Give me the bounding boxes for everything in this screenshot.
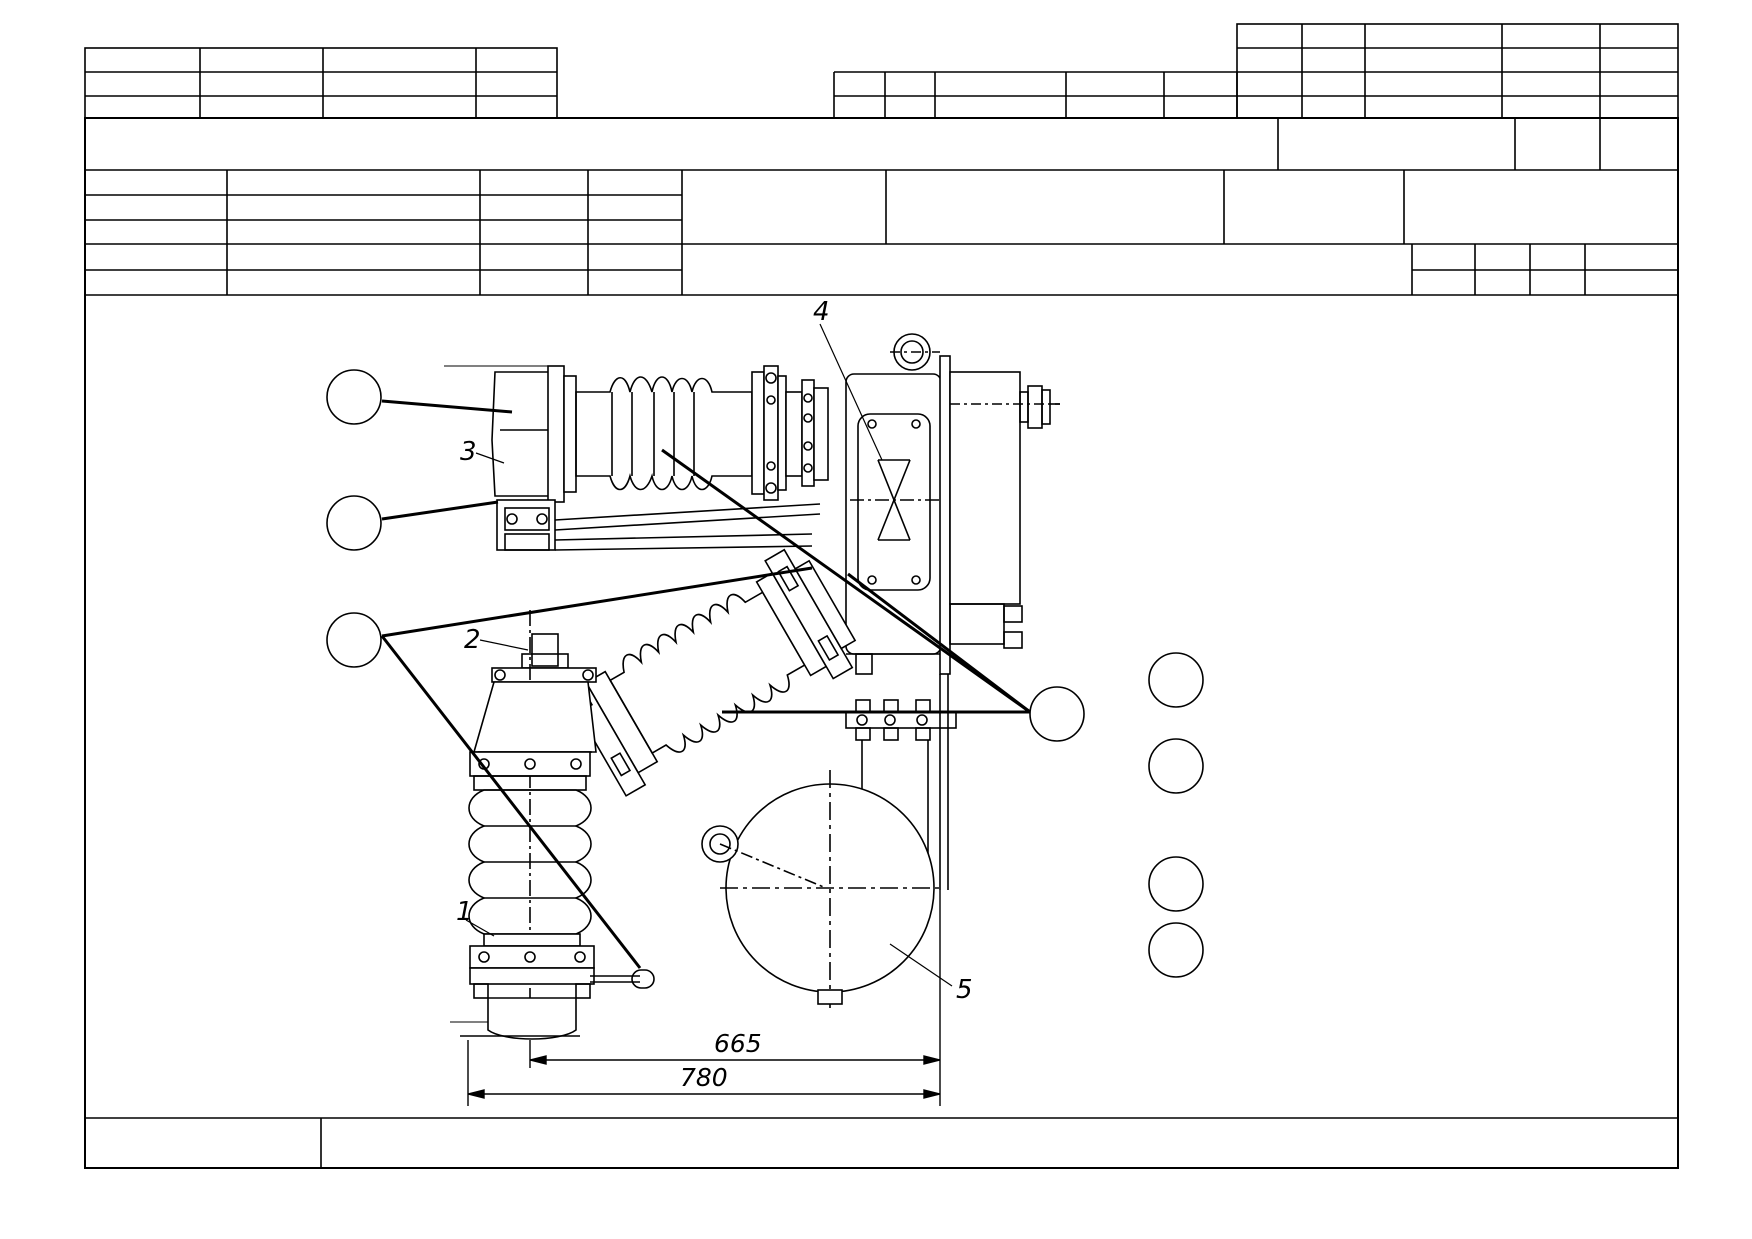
dimension-665: 665 [714,1029,762,1058]
upper-horizontal-insulator [491,365,829,503]
callout-circle-3 [326,612,382,668]
callout-circles [326,369,1204,978]
outer-frame [84,117,1679,1169]
callout-leaders [380,399,1031,969]
part-label-1: 1 [456,897,473,927]
callout-circle-2 [326,495,382,551]
part-label-5: 5 [956,975,973,1005]
part-labels [465,323,953,987]
bottom-strip [85,1117,1678,1168]
reference-lines [444,365,548,1023]
callout-circle-5 [1148,652,1204,708]
part-label-4: 4 [813,297,830,327]
vertical-insulator [460,610,655,1040]
header-grid [85,118,1678,296]
top-left-table [84,47,558,119]
callout-circle-7 [1148,856,1204,912]
callout-circle-4 [1029,686,1085,742]
dimension-780: 780 [680,1063,728,1092]
diagonal-insulator [559,548,857,797]
drive-box [845,333,1060,675]
top-right-table [833,23,1679,119]
part-label-3: 3 [460,437,477,467]
sheet-frame [84,117,1679,1169]
callout-circle-6 [1148,738,1204,794]
callout-circle-1 [326,369,382,425]
part-label-2: 2 [464,625,481,655]
upper-bracket [496,499,821,551]
callout-circle-8 [1148,922,1204,978]
dimensions [467,890,941,1106]
air-tank [701,770,940,1008]
